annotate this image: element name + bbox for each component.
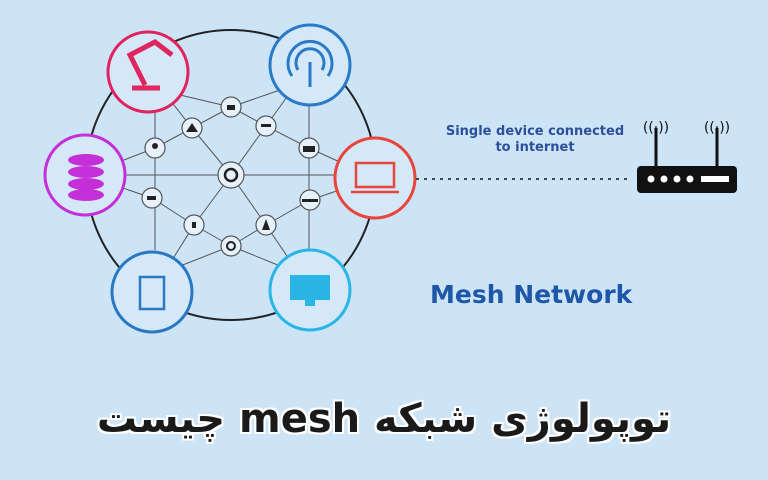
svg-text:((·)): ((·)) (643, 120, 669, 136)
router-icon: ((·)) ((·)) (637, 120, 737, 193)
outer-icon-glyphs (68, 39, 399, 311)
small-nodes (141, 96, 321, 257)
single-device-label: Single device connected to internet (445, 124, 625, 155)
page-title: توپولوژی شبکه mesh چیست (96, 396, 672, 442)
outer-nodes (43, 23, 417, 334)
small-node-icons (147, 105, 318, 251)
mesh-network-heading: Mesh Network (430, 280, 633, 309)
tablet-icon (110, 250, 194, 334)
laptop-icon (333, 136, 417, 220)
svg-text:((·)): ((·)) (704, 120, 730, 136)
